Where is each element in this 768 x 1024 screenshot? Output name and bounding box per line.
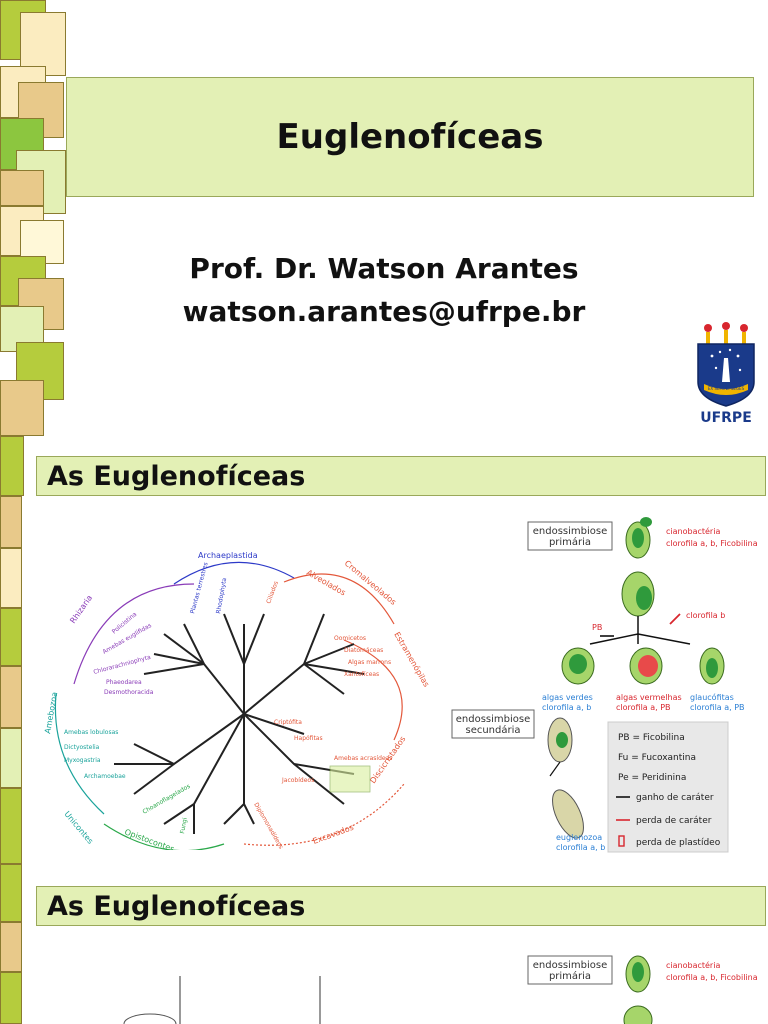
svg-text:cianobactéria: cianobactéria	[666, 960, 720, 970]
svg-text:endossimbiose: endossimbiose	[533, 960, 608, 971]
svg-text:Jacobídeos: Jacobídeos	[281, 777, 314, 784]
svg-text:primária: primária	[549, 970, 591, 982]
slide-decoration	[0, 864, 70, 1024]
svg-text:Oomicetos: Oomicetos	[334, 635, 366, 642]
svg-text:Dictyostelia: Dictyostelia	[64, 744, 100, 751]
svg-text:euglenozoa: euglenozoa	[556, 833, 602, 842]
svg-text:Diatomáceas: Diatomáceas	[344, 647, 383, 654]
title-bar: As Euglenofíceas	[36, 886, 766, 926]
svg-text:Amebas lobulosas: Amebas lobulosas	[64, 729, 118, 736]
svg-text:Rhizaria: Rhizaria	[68, 593, 94, 625]
legend-box	[607, 721, 729, 853]
endosymbiosis-diagram: endossimbiose primária cianobactéria clo…	[451, 517, 758, 853]
svg-text:cianobactéria: cianobactéria	[666, 526, 720, 536]
svg-text:Plantas terrestres: Plantas terrestres	[189, 562, 209, 615]
svg-text:Fungi: Fungi	[179, 817, 189, 835]
svg-text:Archaeplastida: Archaeplastida	[198, 551, 258, 560]
title-bar: As Euglenofíceas	[36, 456, 766, 496]
svg-text:Phaeodarea: Phaeodarea	[106, 679, 142, 686]
ufrpe-shield-icon: EX SEMINE SEGES UFRPE	[697, 322, 755, 426]
endosymbiosis-diagram-partial: endossimbiose primária cianobactéria clo…	[123, 955, 758, 1024]
svg-text:endossimbiose: endossimbiose	[533, 526, 608, 537]
svg-text:Excavados: Excavados	[312, 823, 355, 846]
title-bar: Euglenofíceas	[66, 77, 754, 197]
svg-text:algas vermelhas: algas vermelhas	[616, 693, 682, 702]
svg-text:Hapófitas: Hapófitas	[294, 735, 323, 742]
svg-text:secundária: secundária	[465, 724, 520, 736]
slide-heading: As Euglenofíceas	[47, 460, 306, 492]
svg-text:algas verdes: algas verdes	[542, 693, 593, 702]
svg-text:glaucófitas: glaucófitas	[690, 692, 734, 702]
ufrpe-logo: EX SEMINE SEGES UFRPE	[694, 322, 758, 432]
slide-euglenoficeas-2: As Euglenofíceas endossimbiose primária …	[0, 864, 768, 1024]
slide-title: Euglenofíceas Prof. Dr. Watson Arantes w…	[0, 0, 768, 436]
author-name: Prof. Dr. Watson Arantes	[189, 252, 579, 285]
svg-text:EX SEMINE SEGES: EX SEMINE SEGES	[708, 386, 745, 391]
svg-text:Algas marrons: Algas marrons	[348, 659, 391, 666]
slide-heading: As Euglenofíceas	[47, 890, 306, 922]
svg-text:Amebas acrasídeas: Amebas acrasídeas	[334, 755, 392, 762]
svg-text:clorofila a, b: clorofila a, b	[556, 843, 605, 852]
svg-text:perda de caráter: perda de caráter	[636, 816, 712, 826]
svg-text:Chlorarachniophyta: Chlorarachniophyta	[93, 654, 152, 676]
svg-text:perda de plastídeo: perda de plastídeo	[636, 838, 721, 848]
slide-title-text: Euglenofíceas	[276, 117, 544, 157]
svg-text:Alveolados: Alveolados	[305, 568, 347, 598]
svg-text:clorofila a, b: clorofila a, b	[542, 703, 591, 712]
svg-text:PB = Ficobilina: PB = Ficobilina	[618, 733, 685, 743]
svg-text:Xantofíceas: Xantofíceas	[344, 671, 379, 678]
svg-text:ganho de caráter: ganho de caráter	[636, 793, 714, 803]
slide-decoration	[0, 0, 70, 436]
svg-text:Rhodophyta: Rhodophyta	[215, 577, 228, 614]
svg-text:clorofila a, PB: clorofila a, PB	[690, 703, 745, 712]
euglenophyta-highlight	[329, 765, 371, 793]
slide-euglenoficeas-1: As Euglenofíceas	[0, 436, 768, 864]
svg-text:Diplomonadídeos: Diplomonadídeos	[252, 802, 284, 851]
svg-text:endossimbiose: endossimbiose	[456, 714, 531, 725]
svg-text:PB: PB	[592, 623, 602, 632]
svg-text:clorofila a, b, Ficobilina: clorofila a, b, Ficobilina	[666, 973, 758, 982]
svg-text:clorofila a, PB: clorofila a, PB	[616, 703, 671, 712]
svg-text:primária: primária	[549, 536, 591, 548]
svg-text:Desmothoracida: Desmothoracida	[104, 689, 154, 696]
slide-decoration	[0, 436, 70, 864]
svg-text:UFRPE: UFRPE	[700, 410, 752, 426]
svg-text:clorofila b: clorofila b	[686, 611, 725, 620]
svg-text:clorofila a, b, Ficobilina: clorofila a, b, Ficobilina	[666, 539, 758, 548]
svg-text:Amebas euglífidas: Amebas euglífidas	[102, 622, 153, 656]
svg-text:Pe = Peridinina: Pe = Peridinina	[618, 773, 686, 783]
svg-text:Myxogastria: Myxogastria	[64, 757, 101, 764]
phylogenetic-tree: Archaeplastida Alveolados Cromalveolados…	[44, 551, 432, 851]
svg-text:Estramenópilas: Estramenópilas	[392, 630, 432, 689]
svg-text:Fu = Fucoxantina: Fu = Fucoxantina	[618, 753, 696, 763]
svg-text:Archamoebae: Archamoebae	[84, 773, 126, 780]
svg-text:Unicontes: Unicontes	[62, 810, 94, 846]
svg-text:Cromalveolados: Cromalveolados	[343, 559, 398, 607]
svg-text:Criptófita: Criptófita	[274, 719, 302, 726]
svg-text:Opistocontes: Opistocontes	[123, 827, 175, 850]
author-email[interactable]: watson.arantes@ufrpe.br	[182, 295, 586, 328]
svg-text:Ciliados: Ciliados	[265, 580, 280, 604]
